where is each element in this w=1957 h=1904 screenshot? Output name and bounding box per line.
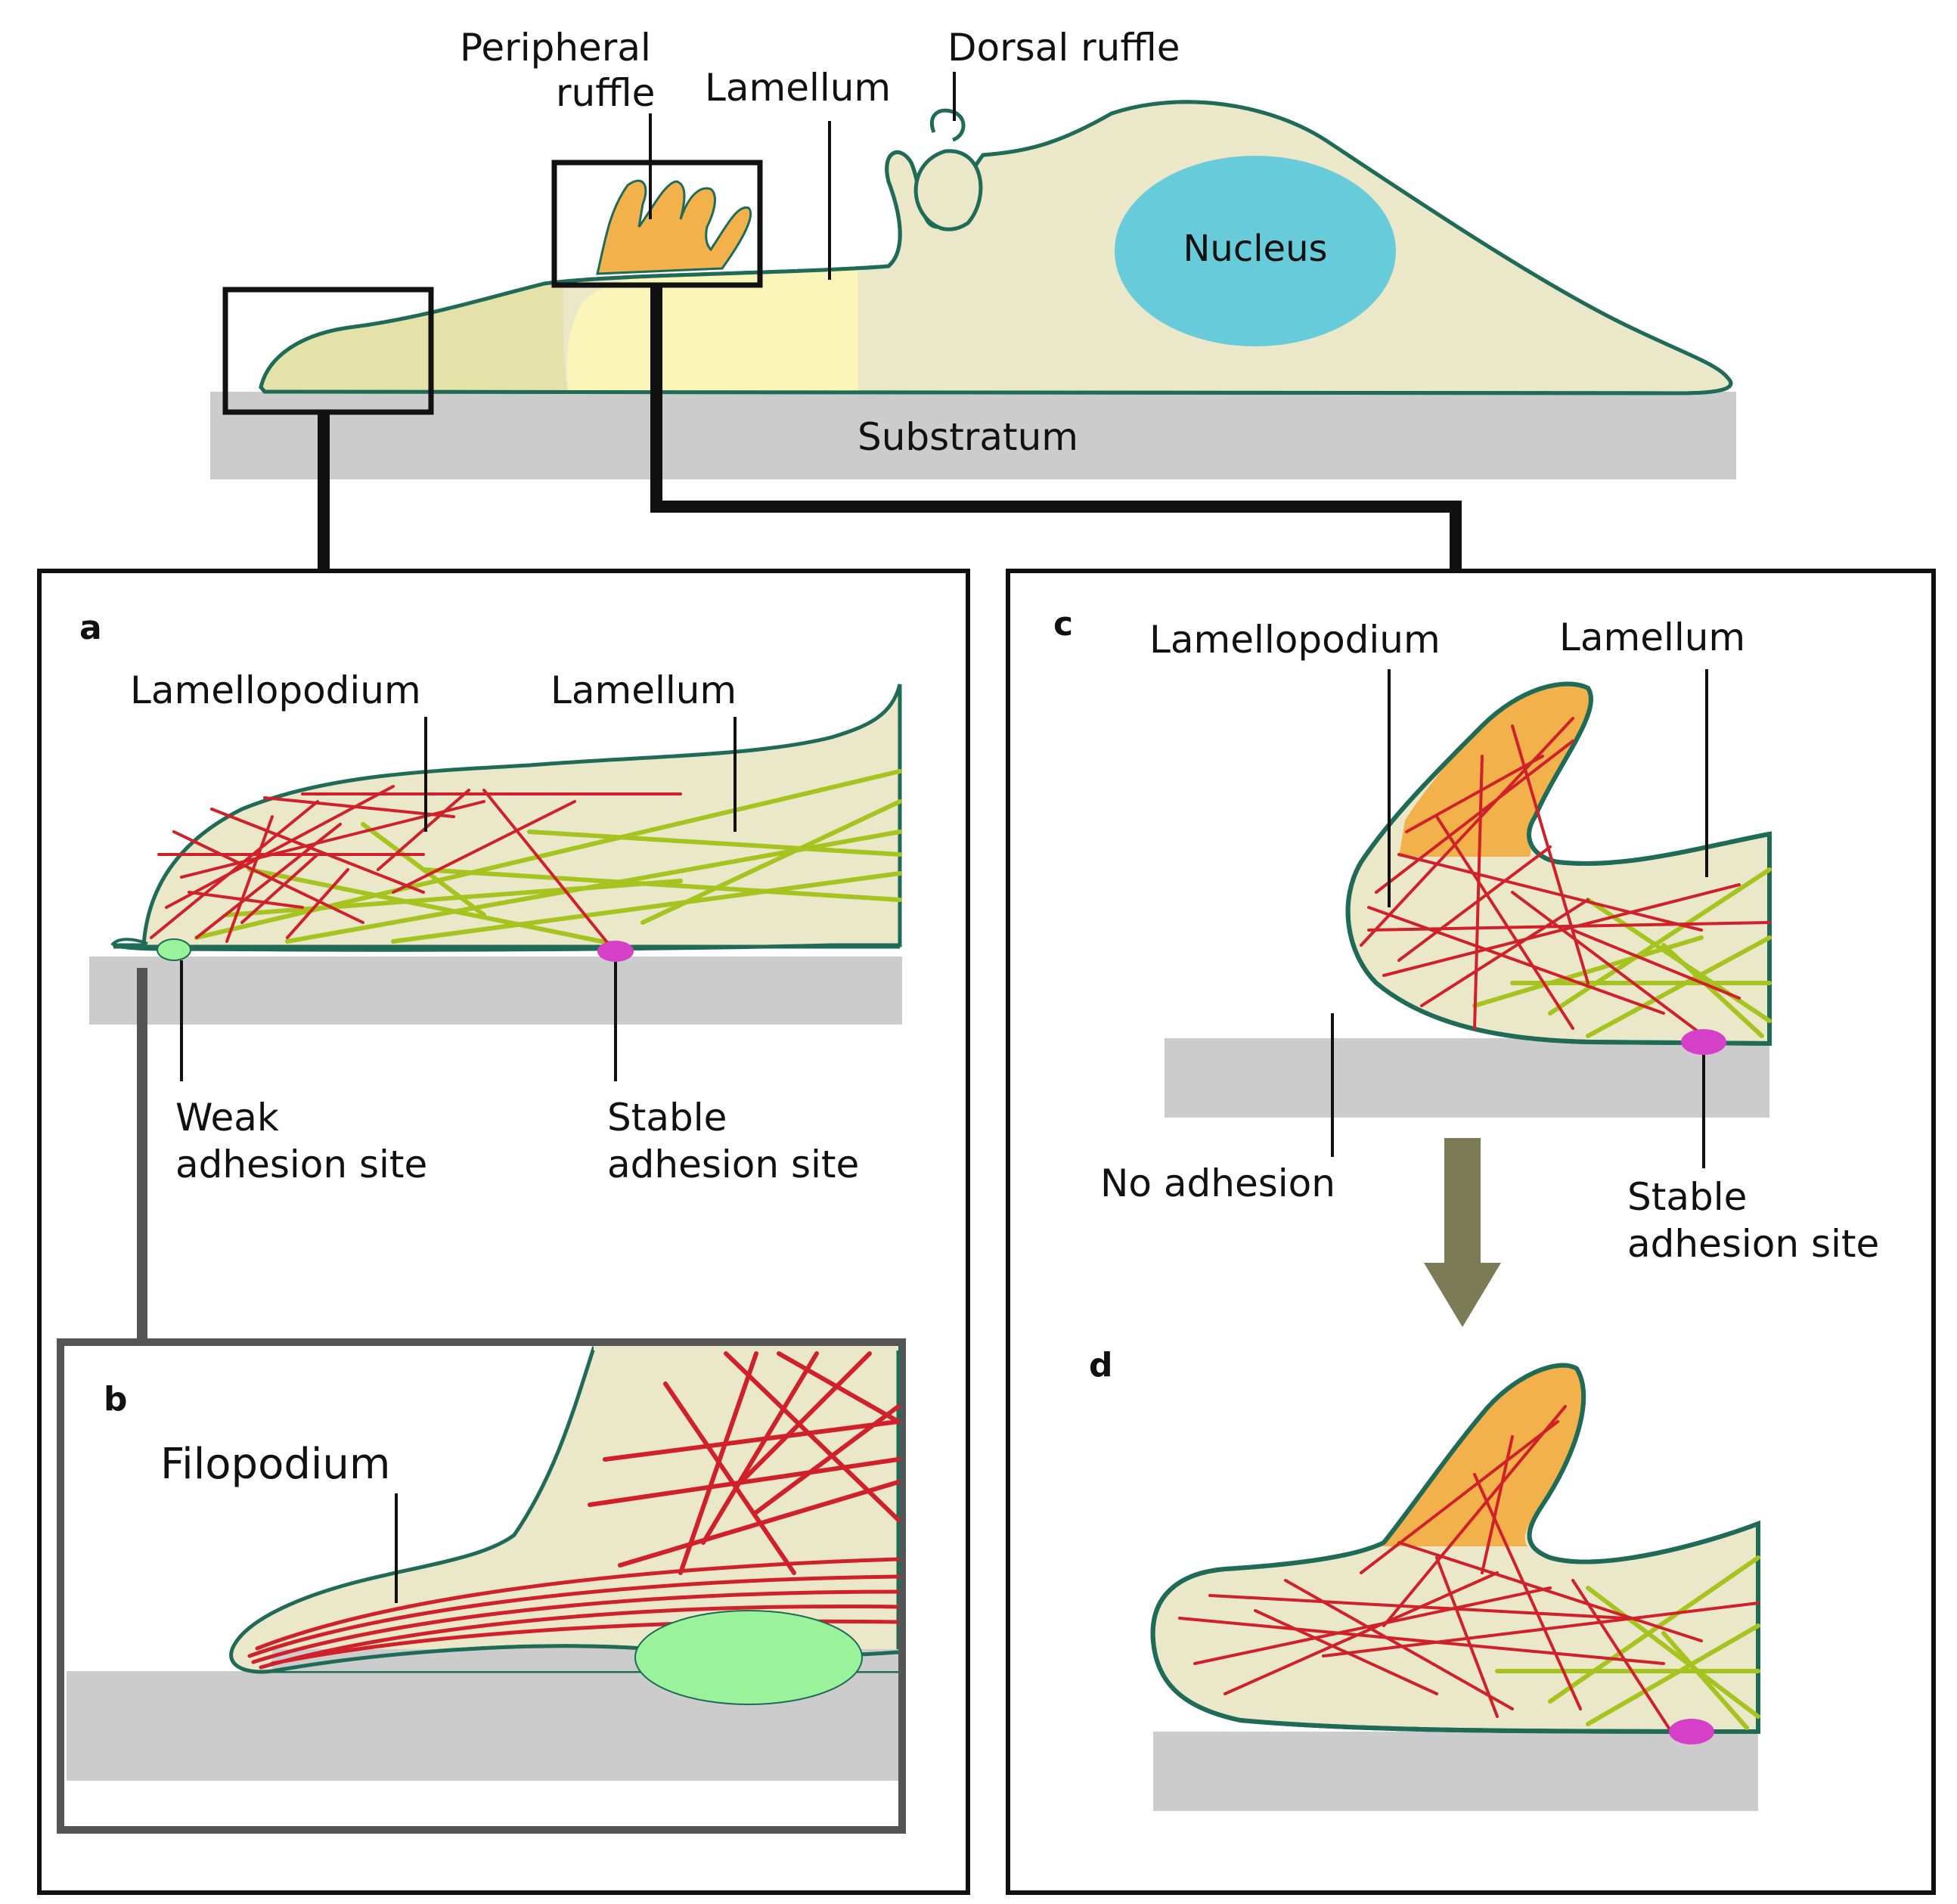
panel-c-lamellum-label: Lamellum	[1559, 616, 1745, 659]
panel-c-actin-red	[1360, 717, 1771, 1041]
panel-c-actin-green	[1472, 867, 1772, 1038]
panel-d-actin-red	[1178, 1405, 1760, 1733]
peripheral-ruffle-label-2: ruffle	[556, 71, 655, 115]
lamellum-region	[563, 268, 858, 392]
dorsal-ruffle-label: Dorsal ruffle	[947, 26, 1180, 70]
panel-d-outline	[1150, 1363, 1760, 1734]
overview-cell: Nucleus Peripheral ruffle Lamellum Dorsa…	[210, 26, 1736, 479]
panel-d-substratum	[1153, 1732, 1758, 1811]
weak-adhesion-site	[157, 938, 191, 961]
filopodium-label: Filopodium	[160, 1440, 390, 1489]
panel-c-letter: c	[1053, 605, 1073, 643]
panel-c-stable-adhesion	[1681, 1029, 1726, 1055]
nucleus	[1115, 156, 1396, 346]
panel-c-lamellopodium-label: Lamellopodium	[1149, 618, 1441, 662]
panel-a-substratum	[89, 957, 902, 1025]
panel-a-weak-label-1: Weak	[175, 1096, 279, 1140]
peripheral-ruffle	[596, 179, 752, 275]
dorsal-ruffle-loop-small	[929, 108, 966, 142]
panel-c-stable-label-1: Stable	[1627, 1175, 1747, 1219]
panel-a-lamellopodium-label: Lamellopodium	[130, 668, 421, 712]
panel-a-weak-label-2: adhesion site	[175, 1143, 427, 1186]
transition-arrow	[1424, 1138, 1501, 1327]
panel-d-stable-adhesion	[1669, 1719, 1714, 1744]
substratum-label: Substratum	[858, 415, 1078, 459]
nucleus-label: Nucleus	[1183, 228, 1327, 270]
panel-c-ruffle	[1399, 684, 1591, 857]
stable-adhesion-site	[597, 941, 634, 962]
panel-a-lamellum-label: Lamellum	[551, 668, 737, 712]
lamellipodium-region	[261, 281, 567, 392]
panel-a-letter: a	[79, 609, 102, 647]
connector-to-panel-c	[650, 285, 1462, 571]
panel-d-actin-green	[1495, 1555, 1760, 1730]
panel-c-no-adhesion-label: No adhesion	[1100, 1161, 1335, 1205]
panel-a-stable-label-1: Stable	[607, 1096, 727, 1140]
panel-a-stable-label-2: adhesion site	[607, 1143, 859, 1186]
panel-d-letter: d	[1089, 1346, 1113, 1385]
panel-b-letter: b	[104, 1380, 128, 1419]
top-lamellum-label: Lamellum	[705, 66, 891, 110]
panel-c-stable-label-2: adhesion site	[1627, 1222, 1879, 1266]
panel-b: b Filopodium	[57, 1338, 906, 1834]
panel-c-outline	[1345, 681, 1770, 1046]
connector-lines	[318, 285, 1462, 571]
panel-a-actin-green	[194, 769, 902, 947]
panel-b-adhesion	[634, 1610, 863, 1705]
panel-cd: c Lamell	[1006, 569, 1936, 1895]
panel-b-actin-network	[588, 1351, 901, 1575]
panel-c-substratum	[1165, 1038, 1769, 1118]
panel-b-right-mask	[898, 1588, 906, 1709]
panel-a-filopodium-tip	[110, 938, 148, 947]
panel-a-actin-red	[150, 785, 682, 950]
panel-d-ruffle	[1367, 1365, 1584, 1546]
peripheral-ruffle-label-1: Peripheral	[460, 26, 651, 70]
dorsal-ruffle-loop	[913, 149, 983, 231]
substratum-bar	[210, 392, 1736, 479]
